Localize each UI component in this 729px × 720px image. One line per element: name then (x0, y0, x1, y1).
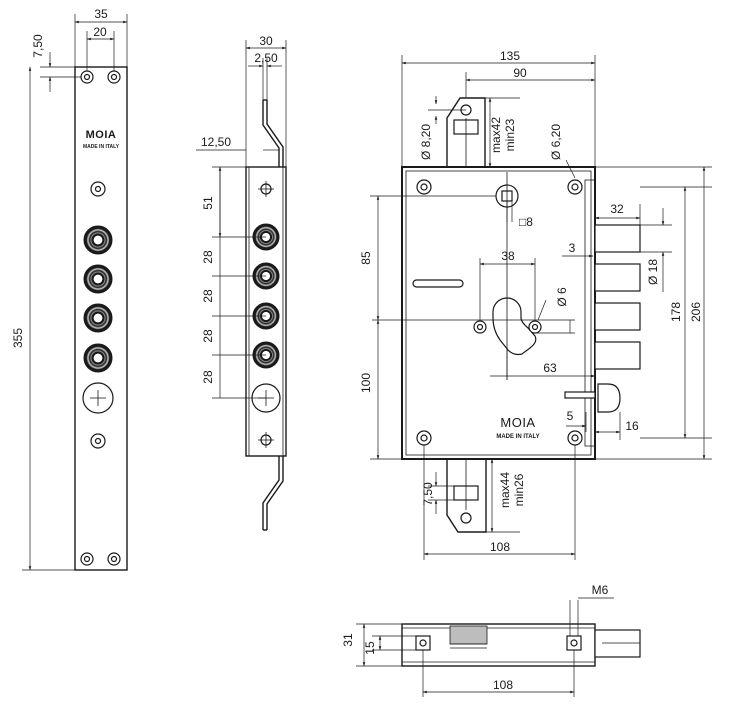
lock-case-plate-height-dim: 206 (689, 302, 703, 322)
bottom-view-width-dim: 108 (493, 678, 513, 692)
lock-case-total-width-dim: 135 (500, 49, 520, 63)
side-view-pitch-3: 28 (201, 329, 215, 343)
side-view-top-dim: 51 (201, 196, 215, 210)
bottom-view-thickness-dim: 31 (341, 633, 355, 647)
front-plate-bottom-holes (80, 552, 121, 566)
lock-case-cylinder-hole (473, 297, 542, 356)
lock-case-bolts (594, 224, 641, 370)
lock-case-bottom-min: min26 (512, 473, 526, 506)
lock-case-slot (412, 279, 464, 288)
bottom-view: 31 15 108 M6 (341, 583, 641, 697)
side-view-plate (245, 166, 287, 457)
lock-case-cylinder-offset-dim: 63 (543, 361, 557, 375)
lock-case-latch (597, 383, 621, 413)
lock-case-bolt-gap-dim: 3 (569, 241, 576, 255)
lock-case-latch-gap-dim: 5 (567, 409, 574, 423)
front-plate-made-in: MADE IN ITALY (83, 144, 120, 150)
lock-case-bottom-tab-dim: 7,50 (421, 482, 435, 506)
side-view-rod-offset-dim: 12,50 (201, 135, 231, 149)
lock-case-bolt-dia-dim: Ø 18 (646, 259, 660, 285)
lock-case-bolt-length-dim: 32 (610, 202, 624, 216)
bottom-view-thread-dim: M6 (592, 583, 609, 597)
lock-case-spindle-dim: □8 (519, 215, 533, 229)
side-view-width-dim: 30 (259, 34, 273, 48)
lock-case-bottom-max: max44 (498, 472, 512, 508)
front-plate-brand: MOIA (86, 129, 117, 141)
front-plate-width-dim: 35 (94, 7, 108, 21)
lock-case-cylinder-spacing-dim: 38 (501, 249, 515, 263)
lock-case-brand: MOIA (500, 415, 535, 430)
lock-case-bottom-width-dim: 108 (490, 540, 510, 554)
lock-case-latch-length-dim: 16 (625, 419, 639, 433)
front-plate-height-dim: 355 (11, 328, 25, 348)
side-view-bolt-heads (252, 223, 280, 369)
lock-case-dia-left: Ø 8,20 (419, 124, 433, 160)
front-plate-top-holes (80, 70, 121, 84)
side-view-pitch-2: 28 (201, 289, 215, 303)
lock-case-lower-height-dim: 100 (359, 373, 373, 393)
lock-case-screw-dia-dim: Ø 6 (555, 287, 569, 307)
front-plate-bolt-heads (83, 225, 113, 373)
lock-case-top-max: max42 (489, 117, 503, 153)
bottom-view-screws (415, 635, 582, 651)
side-view: 30 2,50 12,50 51 28 28 28 28 (196, 34, 287, 531)
front-plate-top-offset-dim: 7,50 (31, 34, 45, 58)
bottom-view-bolt (594, 629, 641, 658)
front-plate-hole-spacing-dim: 20 (93, 25, 107, 39)
lock-case-top-min: min23 (503, 118, 517, 151)
side-view-pitch-1: 28 (201, 250, 215, 264)
lock-case-corner-screws (416, 179, 583, 446)
bottom-view-case (401, 623, 596, 667)
lock-case-dia-right: Ø 6,20 (549, 124, 563, 160)
lock-case-view: MOIA MADE IN ITALY 135 90 Ø 8,20 Ø 6,20 … (359, 49, 712, 560)
side-view-pitch-4: 28 (201, 370, 215, 384)
side-view-offset-dim: 2,50 (254, 51, 278, 65)
lock-case-bolt-span-dim: 178 (669, 302, 683, 322)
lock-case-upper-height-dim: 85 (359, 251, 373, 265)
front-plate-outline (74, 66, 128, 571)
lock-case-backset-dim: 90 (513, 66, 527, 80)
front-plate-view: MOIA MADE IN ITALY 35 20 7,50 355 (11, 7, 128, 571)
bottom-view-bolt-height-dim: 15 (363, 641, 377, 655)
lock-case-made-in: MADE IN ITALY (496, 434, 539, 440)
